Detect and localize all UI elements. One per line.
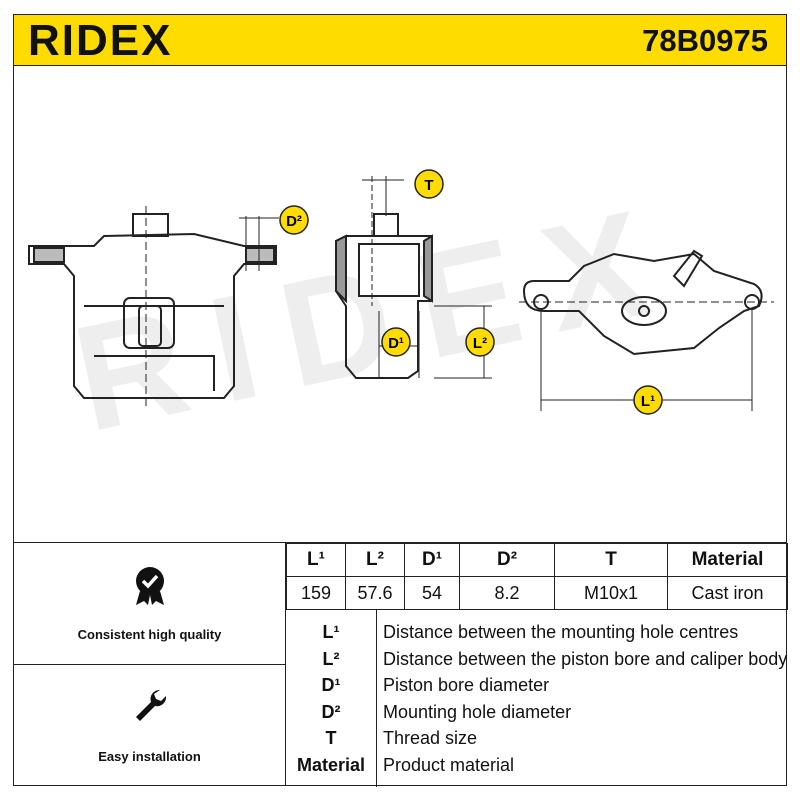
t-callout (414, 169, 444, 199)
spec-panel: Consistent high quality Easy installatio… (13, 542, 788, 787)
legend-key: D¹ (321, 675, 341, 696)
feature-installation-label: Easy installation (98, 749, 201, 764)
legend-key: L¹ (322, 622, 340, 642)
spec-value-row: 159 57.6 54 8.2 M10x1 Cast iron (286, 576, 788, 610)
l1-callout (633, 385, 663, 415)
legend-desc: Thread size (383, 728, 478, 749)
spec-value-t: M10x1 (554, 576, 668, 610)
part-number: 78B0975 (642, 23, 768, 58)
legend-item: Material Product material (286, 752, 788, 779)
header-bar: RIDEX 78B0975 (13, 14, 787, 66)
spec-header-row: L¹ L² D¹ D² T Material (286, 543, 788, 577)
spec-value-l2: 57.6 (345, 576, 405, 610)
legend-item: L¹ Distance between the mounting hole ce… (286, 619, 788, 646)
spec-value-d1: 54 (404, 576, 460, 610)
spec-header-material: Material (667, 543, 788, 577)
legend-item: D¹ Piston bore diameter (286, 672, 788, 699)
spec-header-l2: L² (345, 543, 405, 577)
caliper-front-view (28, 206, 279, 406)
wrench-icon (136, 689, 167, 721)
spec-value-l1: 159 (286, 576, 346, 610)
legend-key: D² (321, 701, 341, 722)
legend-item: T Thread size (286, 725, 788, 752)
d1-label: D¹ (388, 335, 404, 352)
spec-value-material: Cast iron (667, 576, 788, 610)
watermark-text: RIDEX (61, 172, 691, 463)
legend-desc: Mounting hole diameter (383, 701, 572, 722)
legend-desc: Distance between the piston bore and cal… (383, 648, 788, 669)
legend-desc: Product material (383, 754, 515, 775)
spec-table: L¹ L² D¹ D² T Material 159 57.6 54 8.2 M… (286, 543, 788, 610)
spec-header-d1: D¹ (404, 543, 460, 577)
legend-desc: Piston bore diameter (383, 675, 550, 696)
d1-callout (381, 327, 411, 357)
quality-badge-icon (136, 567, 164, 605)
legend-item: L² Distance between the piston bore and … (286, 646, 788, 673)
spec-header-l1: L¹ (286, 543, 346, 577)
legend-key: Material (296, 754, 366, 775)
l2-callout (465, 327, 495, 357)
feature-quality-label: Consistent high quality (77, 627, 222, 642)
l1-label: L¹ (641, 393, 655, 410)
d2-callout (279, 205, 309, 235)
spec-header-d2: D² (459, 543, 555, 577)
spec-header-t: T (554, 543, 668, 577)
legend-divider (376, 609, 377, 787)
feature-installation: Easy installation (14, 665, 286, 786)
legend-key: T (325, 728, 337, 749)
l2-label: L² (473, 335, 487, 352)
technical-drawing: RIDEX D² (13, 66, 787, 542)
legend-desc: Distance between the mounting hole centr… (383, 622, 739, 642)
legend-item: D² Mounting hole diameter (286, 699, 788, 726)
caliper-drawing: RIDEX D² (28, 169, 774, 463)
legend-key: L² (322, 648, 340, 669)
brand-logo: RIDEX (28, 16, 173, 65)
t-label: T (424, 177, 433, 194)
legend-list: L¹ Distance between the mounting hole ce… (286, 615, 788, 779)
feature-quality: Consistent high quality (14, 543, 286, 665)
spec-value-d2: 8.2 (459, 576, 555, 610)
d2-label: D² (286, 213, 302, 230)
